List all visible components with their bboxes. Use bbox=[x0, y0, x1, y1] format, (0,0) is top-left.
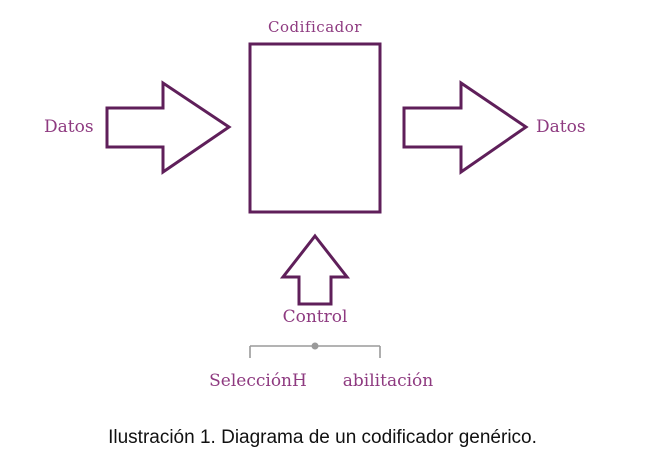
figure-caption: Ilustración 1. Diagrama de un codificado… bbox=[108, 427, 537, 448]
encoder-block bbox=[248, 42, 382, 214]
output-label: Datos bbox=[536, 117, 586, 137]
encoder-title: Codificador bbox=[268, 18, 362, 36]
enable-label: abilitación bbox=[343, 371, 433, 391]
input-arrow bbox=[105, 80, 232, 175]
control-bracket bbox=[249, 342, 381, 358]
output-arrow bbox=[402, 80, 529, 175]
control-arrow bbox=[279, 233, 351, 306]
input-label: Datos bbox=[44, 117, 94, 137]
control-label: Control bbox=[283, 307, 348, 327]
selection-label: SelecciónH bbox=[209, 371, 307, 391]
